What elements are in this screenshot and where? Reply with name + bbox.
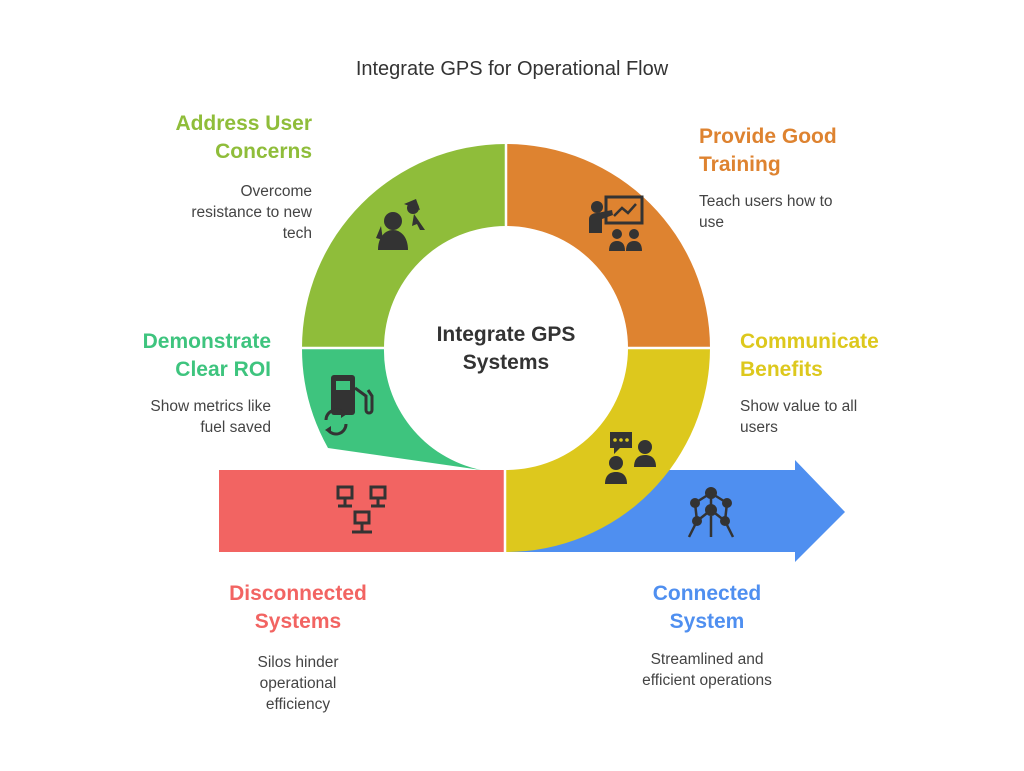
diagram-title: Integrate GPS for Operational Flow [355, 58, 669, 80]
connected-desc-line2: efficient operations [642, 672, 772, 689]
address-desc-line1: Overcome [240, 183, 313, 200]
training-description: Teach users how to use [699, 191, 959, 233]
chat-users-icon [605, 432, 656, 484]
center-label-line2: Systems [462, 351, 550, 374]
connected-heading: Connected System [597, 580, 817, 636]
disconnected-heading: Disconnected Systems [198, 580, 398, 636]
center-label: Integrate GPS Systems [406, 321, 606, 377]
disconnected-desc-line3: efficiency [265, 696, 331, 713]
connected-title-line1: Connected [652, 582, 762, 605]
segment-communicate-benefits [506, 348, 710, 552]
address-concerns-description: Overcome resistance to new tech [60, 181, 312, 244]
fuel-pump-icon [324, 375, 374, 436]
training-heading: Provide Good Training [699, 123, 959, 179]
user-concern-icon [376, 199, 425, 250]
training-title-line2: Training [699, 153, 781, 176]
disconnected-description: Silos hinder operational efficiency [198, 652, 398, 715]
roi-desc-line2: fuel saved [200, 419, 271, 436]
connected-title-line2: System [669, 610, 745, 633]
teacher-presentation-icon [589, 195, 644, 251]
center-label-line1: Integrate GPS [436, 323, 576, 346]
roi-title-line2: Clear ROI [175, 358, 271, 381]
benefits-desc-line1: Show value to all [740, 398, 858, 415]
benefits-description: Show value to all users [740, 396, 990, 438]
connected-structure-icon [687, 487, 735, 538]
benefits-heading: Communicate Benefits [740, 328, 990, 384]
disconnected-network-icon [336, 485, 387, 534]
address-title-line1: Address User [175, 112, 312, 135]
address-desc-line2: resistance to new [191, 204, 312, 221]
training-desc-line2: use [699, 214, 724, 231]
benefits-title-line2: Benefits [740, 358, 823, 381]
connected-desc-line1: Streamlined and [650, 651, 764, 668]
disconnected-title-line1: Disconnected [229, 582, 367, 605]
disconnected-desc-line2: operational [259, 675, 337, 692]
address-concerns-heading: Address User Concerns [60, 110, 312, 166]
address-title-line2: Concerns [215, 140, 312, 163]
segment-provide-good-training [506, 144, 710, 348]
roi-description: Show metrics like fuel saved [40, 396, 271, 438]
roi-desc-line1: Show metrics like [150, 398, 271, 415]
roi-title-line1: Demonstrate [142, 330, 271, 353]
training-desc-line1: Teach users how to [699, 193, 833, 210]
disconnected-desc-line1: Silos hinder [257, 654, 339, 671]
connected-description: Streamlined and efficient operations [597, 649, 817, 691]
roi-heading: Demonstrate Clear ROI [40, 328, 271, 384]
training-title-line1: Provide Good [699, 125, 837, 148]
disconnected-title-line2: Systems [254, 610, 342, 633]
address-desc-line3: tech [282, 225, 312, 242]
benefits-desc-line2: users [740, 419, 778, 436]
benefits-title-line1: Communicate [740, 330, 879, 353]
